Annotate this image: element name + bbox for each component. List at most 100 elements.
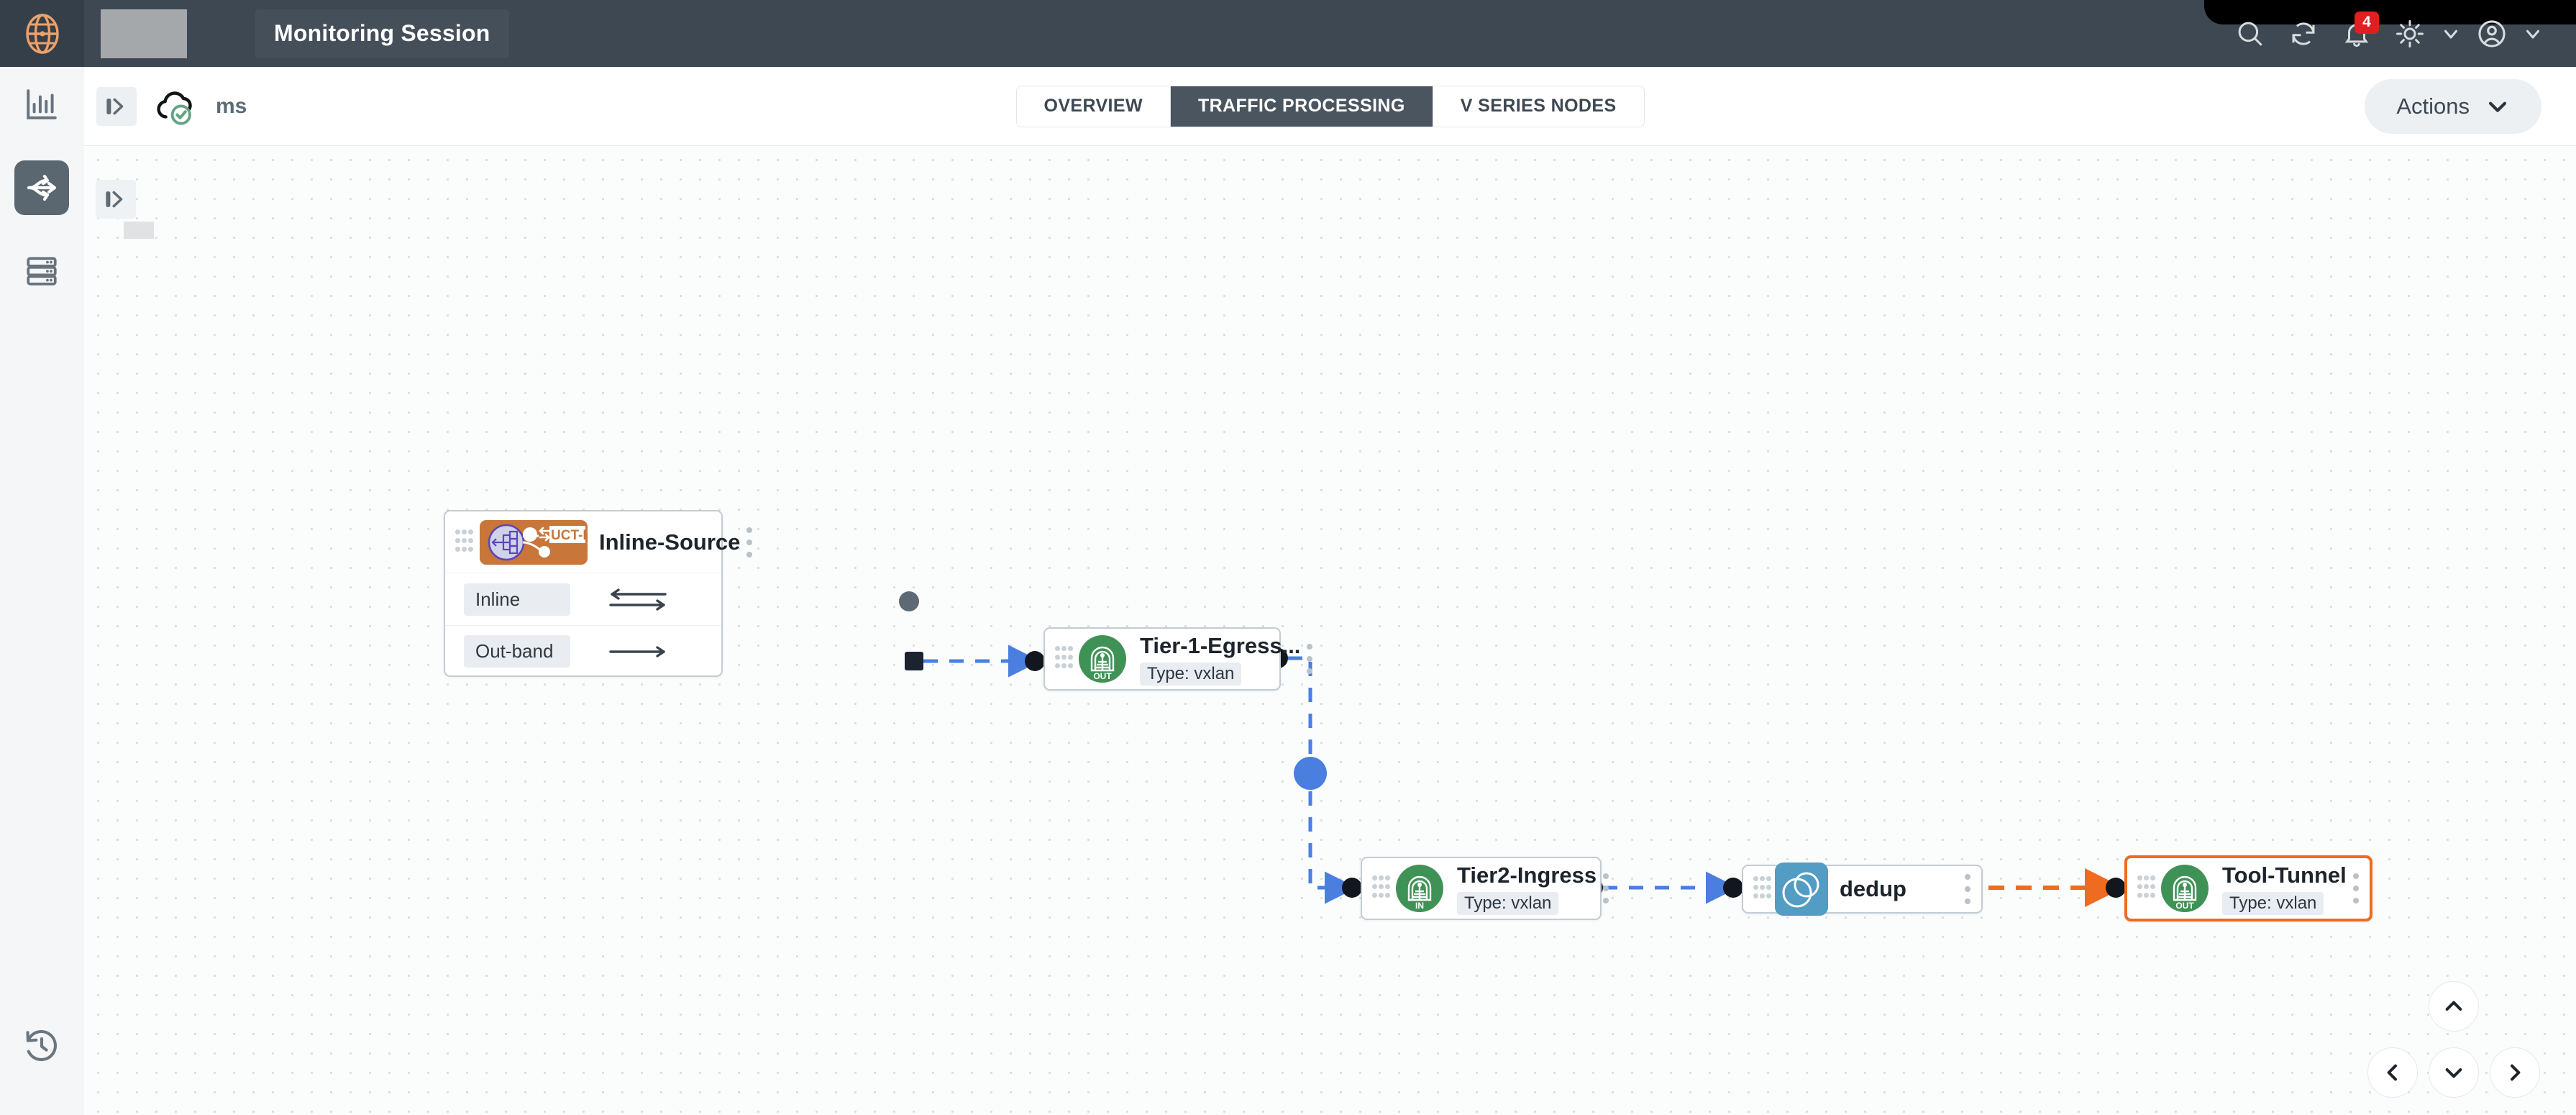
user-account-icon[interactable] [2465,7,2518,60]
server-rack-icon [27,257,57,286]
globe-icon [25,13,59,54]
edge-target-handle [2106,878,2126,898]
sidebar-item-nodes[interactable] [0,234,83,309]
node-row: OUT Tool-Tunnel Type: vxlan [2127,858,2370,919]
drag-handle-icon[interactable] [1750,873,1775,905]
node-type-badge: Type: vxlan [1457,891,1559,915]
sub-header: ms OVERVIEW TRAFFIC PROCESSING V SERIES … [84,67,2576,146]
tunnel-direction-label: OUT [1093,671,1112,681]
port-row-inline[interactable]: Inline [445,573,721,625]
canvas-pan-controls [2360,981,2547,1111]
brand-placeholder [101,9,187,58]
cloud-check-icon [152,87,200,126]
pan-right-button[interactable] [2490,1047,2540,1098]
node-title: Tier2-Ingress [1457,862,1597,888]
node-title-wrap: Inline-Source [599,529,740,555]
refresh-icon[interactable] [2277,7,2330,60]
chevron-right-icon [2511,1064,2521,1081]
bidirectional-arrow-icon [570,585,705,614]
drag-handle-icon[interactable] [1052,643,1077,675]
tunnel-direction-label: OUT [2175,901,2194,911]
pan-left-button[interactable] [2367,1047,2418,1098]
node-row: OUT Tier-1-Egress... Type: vxlan [1045,629,1313,689]
port-label-outband: Out-band [464,635,570,668]
notch-decoration [2204,0,2576,24]
edge-target-handle [1342,878,1362,898]
node-tier2-ingress[interactable]: IN Tier2-Ingress Type: vxlan [1361,857,1609,920]
tunnel-out-icon: OUT [1079,635,1126,683]
node-menu-icon[interactable] [1597,867,1615,910]
tab-traffic-processing[interactable]: TRAFFIC PROCESSING [1170,86,1433,127]
chevron-left-icon [2387,1064,2397,1081]
traffic-flow-icon [27,174,57,201]
chevron-up-icon [2445,1001,2462,1011]
pan-down-button[interactable] [2429,1047,2479,1098]
pan-up-button[interactable] [2429,981,2479,1032]
port-label-inline: Inline [464,583,570,616]
app-logo[interactable] [0,0,84,67]
search-icon[interactable] [2224,7,2277,60]
notification-count-badge: 4 [2355,11,2379,34]
node-menu-icon[interactable] [2347,867,2365,910]
panel-expand-icon[interactable] [96,86,137,126]
node-dedup[interactable]: dedup [1742,863,1983,916]
theme-chevron-down-icon[interactable] [2436,7,2465,60]
sidebar-item-history[interactable] [0,1027,83,1065]
svg-text:UCT-I: UCT-I [551,528,587,543]
flow-canvas[interactable]: UCT-I Inline-Source Inline Out- [84,147,2576,1115]
actions-button[interactable]: Actions [2365,78,2541,134]
drag-handle-icon[interactable] [452,527,477,558]
tunnel-in-icon: IN [1396,865,1443,912]
chevron-down-icon [2445,1068,2462,1078]
port-row-outband[interactable]: Out-band [445,625,721,677]
right-arrow-icon [570,642,705,661]
dedup-circles-icon [1775,863,1828,916]
tunnel-out-icon: OUT [2161,865,2209,912]
bar-chart-icon [27,89,57,119]
node-menu-icon[interactable] [1300,637,1319,681]
sidebar-item-traffic-flow[interactable] [0,142,83,234]
node-text: Tier2-Ingress Type: vxlan [1457,863,1597,915]
node-tool-tunnel[interactable]: OUT Tool-Tunnel Type: vxlan [2124,855,2372,921]
drag-handle-icon[interactable] [2134,873,2159,904]
edge-source-handle [905,652,923,670]
tunnel-direction-label: IN [1415,901,1424,911]
notifications-bell-icon[interactable]: 4 [2330,7,2383,60]
node-row: IN Tier2-Ingress Type: vxlan [1362,858,1609,919]
history-clock-icon [26,1030,57,1062]
inline-port-handle [899,591,919,611]
node-type-badge: Type: vxlan [2222,891,2324,915]
user-chevron-down-icon[interactable] [2518,7,2547,60]
tab-overview[interactable]: OVERVIEW [1016,86,1171,127]
actions-label: Actions [2396,93,2470,119]
node-title: Tier-1-Egress... [1140,632,1301,658]
breadcrumb: ms [216,94,247,118]
node-type-badge: Type: vxlan [1140,662,1242,686]
node-text: dedup [1840,876,1958,902]
uct-i-badge-icon: UCT-I [480,519,588,565]
node-title: dedup [1840,876,1906,901]
node-menu-icon[interactable] [1958,868,1977,911]
theme-brightness-icon[interactable] [2383,7,2436,60]
page-title: Monitoring Session [255,9,509,58]
drag-handle-icon[interactable] [1369,873,1394,904]
node-menu-icon[interactable] [740,521,759,564]
node-inline-source[interactable]: UCT-I Inline-Source Inline Out- [444,510,753,677]
tab-v-series-nodes[interactable]: V SERIES NODES [1433,86,1644,127]
node-title: Inline-Source [599,529,741,555]
node-row: dedup [1743,863,1981,916]
canvas-panel-expand-icon[interactable] [96,180,136,219]
edge-target-handle [1025,651,1045,671]
bottom-left-panel-placeholder [124,222,154,239]
node-title: Tool-Tunnel [2222,862,2347,888]
left-sidebar [0,67,83,1115]
chevron-down-icon [2488,101,2507,112]
sidebar-item-dashboard[interactable] [0,67,83,142]
tab-bar: OVERVIEW TRAFFIC PROCESSING V SERIES NOD… [1015,85,1645,127]
node-header: UCT-I Inline-Source [445,511,753,573]
edge-waypoint-handle [1294,757,1327,790]
top-bar: Monitoring Session 4 [0,0,2576,67]
node-tier-1-egress[interactable]: OUT Tier-1-Egress... Type: vxlan [1043,627,1313,691]
topbar-actions: 4 [2224,7,2576,60]
